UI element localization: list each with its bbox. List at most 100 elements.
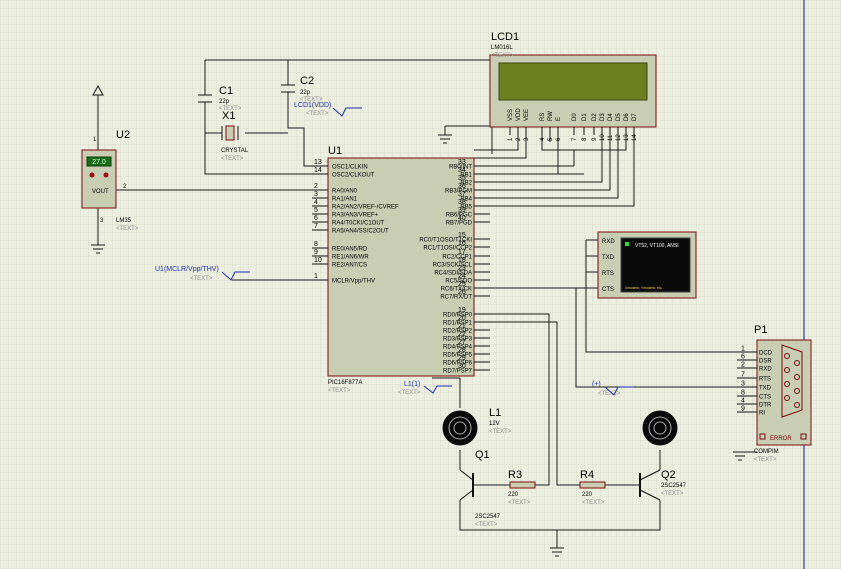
com-pin-name: DSR [759,359,772,365]
mcu-pin-number: 27 [458,339,466,346]
com-pin-name: RXD [759,367,772,373]
lcd-pin-number: 14 [632,134,638,141]
probe-lcd-vdd[interactable]: LCD1(VDD) <TEXT> [294,102,362,117]
lcd-pin-number: 3 [524,137,530,141]
mcu-pin-number: 33 [458,159,466,166]
com-ref: P1 [754,324,767,336]
mcu-right-pins: 33RB0/INT34RB135RB236RB3/PGM37RB438RB539… [419,159,490,375]
db9-holes [784,353,800,408]
mcu-pin-name: RD0/PSP0 [443,313,473,319]
lcd-pin-number: 4 [540,137,546,141]
lcd-part: LM016L [491,45,513,51]
lcd-pins: VSS1VDD2VEE3RS4RW5E6D07D18D29D310D411D51… [508,108,638,141]
r3-text-tag: <TEXT> [508,500,531,506]
resistor-r4[interactable]: R4 220 <TEXT> [579,469,606,506]
mcu-pin-name: RA4/T0CKI/C1OUT [332,221,385,227]
mcu-pin-name: MCLR/Vpp/THV [332,279,375,285]
mcu-pin-name: RA5/AN4/SS/C2OUT [332,229,389,235]
mcu-pin-name: RB7/PGD [446,221,473,227]
terminal-pin-name: RXD [602,239,615,245]
terminal-led-icon [625,242,629,246]
mcu-pin-number: 9 [314,249,318,256]
mcu-pin-number: 2 [314,183,318,190]
mcu-pin-number: 40 [458,215,466,222]
sensor-pin2: 2 [123,184,127,190]
mcu-pin-name: RB2 [460,181,472,187]
terminal-pin-name: CTS [602,287,614,293]
mcu-pin-name: RD6/PSP6 [443,361,473,367]
mcu-pin-number: 30 [458,363,466,370]
lcd-module[interactable]: LCD1 LM016L <TEXT> VSS1VDD2VEE3RS4RW5E6D… [489,31,657,141]
ground-icon [91,244,105,254]
virtual-terminal[interactable]: VT52, VT100, ANSI Xmodem, Ymodem, etc. R… [597,231,697,299]
resistor-r3[interactable]: R3 220 <TEXT> [508,469,536,506]
lamp-right[interactable] [642,410,678,446]
mcu-pin-number: 37 [458,191,466,198]
mcu-pin-number: 5 [314,207,318,214]
mcu-pin-name: RC4/SDI/SDA [434,271,472,277]
q1-text-tag: <TEXT> [475,522,498,528]
com-error-led [759,433,766,440]
sensor-button-down[interactable] [89,172,95,178]
probe-mclr[interactable]: U1(MCLR/Vpp/THV) <TEXT> [155,266,250,282]
probe-l1[interactable]: L1(1) <TEXT> [398,381,452,396]
mcu-u1[interactable]: U1 PIC16F877A <TEXT> 13OSC1/CLKIN14OSC2/… [312,145,490,394]
mcu-pin-name: RB4 [460,197,472,203]
lcd-pin-number: 10 [600,134,606,141]
mcu-text-tag: <TEXT> [328,388,351,394]
sensor-part: LM35 [116,218,132,224]
lcd-pin-name: VSS [508,109,514,121]
com-error-led-2 [800,433,807,440]
mcu-pin-number: 14 [314,167,322,174]
crystal-x1[interactable]: X1 CRYSTAL <TEXT> [221,110,249,162]
sensor-button-up[interactable] [103,172,109,178]
mcu-pin-number: 3 [314,191,318,198]
q1-part: 2SC2547 [475,514,501,520]
mcu-pin-number: 24 [458,273,466,280]
probe-plus-label: (+) [592,381,601,388]
mcu-pin-number: 22 [458,331,466,338]
lcd-pin-name: D7 [632,113,638,121]
probe-l1-label: L1(1) [404,381,420,388]
sensor-lm35[interactable]: 27.0 VOUT U2 1 2 3 LM35 <TEXT> [81,84,139,232]
transistor-q2[interactable]: Q2 2SC2547 <TEXT> [639,469,687,501]
mcu-pin-name: RD7/PSP7 [443,369,473,375]
probe-arrow-icon [423,385,452,394]
mcu-pin-name: RA0/AN0 [332,189,358,195]
lcd-pin-name: D0 [572,113,578,121]
mcu-pin-name: RC6/TX/CK [441,287,472,293]
transistor-q1[interactable]: Q1 2SC2547 <TEXT> [459,449,501,528]
mcu-pin-name: RE1/AN6/WR [332,255,369,261]
mcu-pin-number: 18 [458,257,466,264]
sensor-text-tag: <TEXT> [116,226,139,232]
crystal-ref: X1 [222,110,235,122]
probe-plus[interactable]: (+) <TEXT> [592,381,634,397]
lcd-pin-name: RW [548,111,554,121]
mcu-pin-name: RE2/AN7/CS [332,263,367,269]
mcu-pin-name: RA1/AN1 [332,197,358,203]
mcu-pin-number: 8 [314,241,318,248]
db9-connector-icon [781,344,803,418]
lcd-pin-number: 9 [592,137,598,141]
mcu-pin-number: 25 [458,281,466,288]
r4-value: 220 [582,492,593,498]
mcu-pin-number: 23 [458,265,466,272]
com-pin-name: TXD [759,386,772,392]
mcu-pin-number: 19 [458,307,466,314]
com-port-p1[interactable]: ERROR P1 COMPIM <TEXT> 1DCD6DSR2RXD7RTS3… [737,324,812,463]
lcd-pin-number: 1 [508,137,514,141]
sensor-ref: U2 [116,129,130,141]
crystal-part: CRYSTAL [221,148,249,154]
sensor-pin3: 3 [100,218,104,224]
capacitor-c2[interactable]: C2 22p <TEXT> [281,75,323,103]
lcd-pin-name: D1 [582,113,588,121]
capacitor-c1[interactable]: C1 22p <TEXT> [198,85,242,112]
mcu-pin-number: 1 [314,273,318,280]
mcu-pin-number: 7 [314,223,318,230]
lamp-l1[interactable]: L1 12V <TEXT> [442,407,512,446]
mcu-pin-number: 16 [458,240,466,247]
lcd-pin-name: D2 [592,113,598,121]
lcd-text-tag: <TEXT> [491,53,514,59]
